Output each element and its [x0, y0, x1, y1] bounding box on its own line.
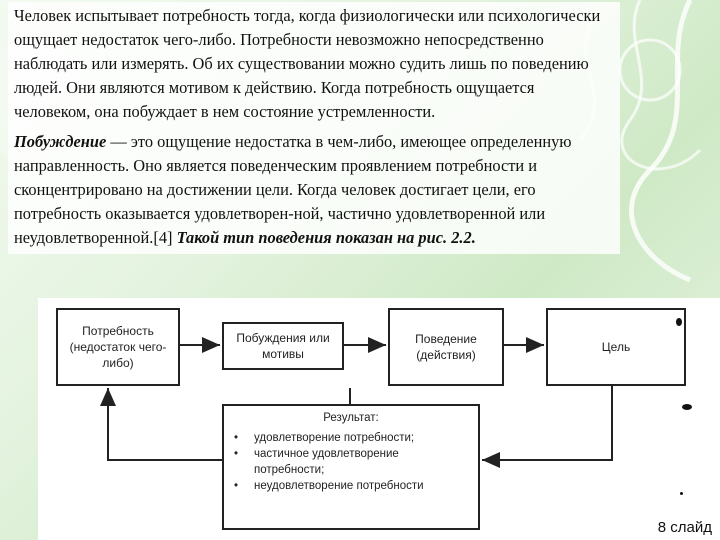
- bullet-icon: •: [234, 432, 239, 444]
- box-need: Потребность (недостаток чего-либо): [56, 308, 180, 386]
- box-motive-label: Побуждения или мотивы: [236, 331, 330, 361]
- result-title: Результат:: [323, 412, 379, 424]
- paragraph-motivation-body: — это ощущение недостатка в чем-либо, им…: [14, 132, 572, 247]
- box-behavior-label: Поведение (действия): [415, 332, 477, 362]
- figure-reference: Такой тип поведения показан на рис. 2.2.: [176, 228, 476, 247]
- result-list: •удовлетворение потребности; •частичное …: [232, 430, 470, 494]
- scan-speck: [682, 404, 692, 410]
- scan-speck: [676, 318, 682, 326]
- box-goal-label: Цель: [601, 340, 631, 354]
- paragraph-needs: Человек испытывает потребность тогда, ко…: [14, 6, 601, 121]
- result-item: •частичное удовлетворение потребности;: [234, 448, 399, 476]
- box-motive: Побуждения или мотивы: [222, 322, 344, 370]
- term-motivation: Побуждение: [14, 132, 107, 151]
- arrow-goal-to-result: [482, 384, 613, 468]
- bullet-icon: •: [234, 480, 239, 492]
- result-item: •удовлетворение потребности;: [234, 432, 415, 444]
- box-result: Результат: •удовлетворение потребности; …: [222, 404, 480, 530]
- text-panel: Человек испытывает потребность тогда, ко…: [8, 2, 620, 254]
- scan-speck: [680, 492, 683, 495]
- bullet-icon: •: [234, 448, 239, 460]
- box-behavior: Поведение (действия): [388, 308, 504, 386]
- box-need-label: Потребность (недостаток чего-либо): [69, 324, 167, 370]
- paragraph-motivation: Побуждение — это ощущение недостатка в ч…: [14, 130, 614, 250]
- arrow-result-to-need: [100, 388, 222, 461]
- box-goal: Цель: [546, 308, 686, 386]
- result-item: •неудовлетворение потребности: [234, 480, 424, 492]
- slide-number: 8 слайд: [657, 519, 712, 536]
